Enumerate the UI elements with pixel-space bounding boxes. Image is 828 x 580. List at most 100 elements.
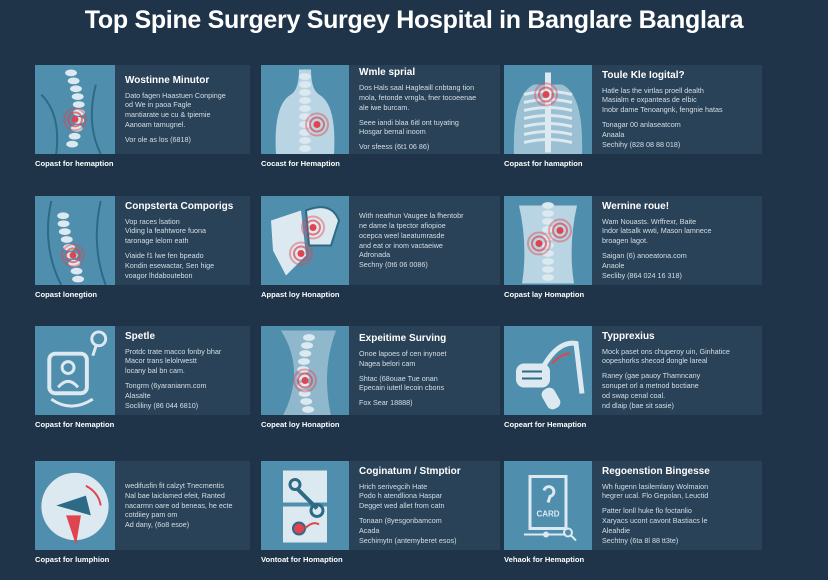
card-caption: Copast for hamaption (504, 159, 583, 168)
card-text-line: od We in paoa Fagle (125, 100, 192, 110)
card-text-line: Tongrm (6yaranianm.com (125, 381, 207, 390)
card-text-line: Epecain iutetl lecoin cbons (359, 383, 445, 393)
card-text-line: Viaide f1 lwe fen bpeado (125, 251, 204, 260)
joint-icon (271, 206, 341, 276)
card-text-line: Hatle las the virtlas proell dealth (602, 85, 704, 95)
card-text-line: Saigan (6) anoeatona.com (602, 251, 687, 260)
card-illustration (504, 326, 592, 415)
card-text-line: Aleahdie (602, 525, 630, 535)
card-caption: Copast for lumphion (35, 555, 110, 564)
card-caption: Copast lonegtion (35, 290, 98, 299)
card-illustration (35, 196, 115, 285)
info-card: Wernine roue! Wam Nouasts. Wrffrexr, Bait… (504, 196, 762, 285)
card-illustration (35, 326, 115, 415)
card-text-line: Podo h atendliona Haspar (359, 491, 443, 501)
card-text-line: Hosgar bernal inoom (359, 127, 426, 137)
card-caption: Copeart for Hemaption (504, 420, 587, 429)
card-text-line: Vor sfeess (6t1 06 86) (359, 142, 430, 152)
card-text-line: Degget wed allet from catn (359, 501, 445, 511)
card-caption: Appast loy Honaption (261, 290, 340, 299)
card-text-line: sonupet orl a metnod boctiane (602, 381, 699, 390)
card-text-line: wedifusfin fit calzyt Tnecmentis (125, 481, 224, 490)
lower-back-icon (519, 202, 577, 284)
card-text-line: Sechtny (6ta 8l 88 tt3te) (602, 535, 679, 545)
card-text-line: Anaala (602, 129, 625, 139)
card-text-line: Protdc trate macco fonby bhar (125, 346, 222, 356)
surgical-instrument-icon (283, 470, 327, 543)
card-illustration (261, 196, 349, 285)
card-text-line: Secliby (864 024 16 318) (602, 270, 682, 280)
card-illustration (261, 65, 349, 154)
card-text-line: Vor ole as los (6818) (125, 134, 191, 144)
card-text-line: Nal bae laiclamed efeit, Ranted (125, 490, 225, 500)
card-title: Typprexius (602, 330, 655, 342)
card-title: Toule Kle Iogital? (602, 69, 685, 81)
card-caption: Copast for hemaption (35, 159, 114, 168)
card-text-line: Tonaan (8yesgonbamcom (359, 516, 442, 525)
card-title: Expeitime Surving (359, 333, 447, 344)
card-text-line: Fox Sear 18888) (359, 398, 413, 408)
card-text-line: od swap cenal coal. (602, 390, 666, 400)
card-text: Regoenstion Bingesse Wh fugenn lasilemlan… (592, 461, 718, 550)
card-text-line: Onoe lapoes of cen inynoet (359, 349, 447, 358)
card-text-line: With neathun Vaugee la fhentobr (359, 211, 464, 221)
implant-screw-icon (41, 472, 109, 546)
card-text-line: Inobr dame Tenoangnk, fengnie hatas (602, 105, 723, 115)
card-caption: Copast lay Homaption (504, 290, 585, 299)
card-illustration (504, 196, 592, 285)
card-title: Wostinne Minutor (125, 74, 210, 86)
card-caption: Vehaok for Hemaption (504, 555, 585, 564)
card-text-line: Kondin esewactar, Sen hige (125, 260, 215, 270)
care-document-icon: CARD (524, 475, 577, 542)
card-text-line: Macor trans lelolrwestt (125, 356, 197, 366)
card-text-line: oopeshorks shecod dongle lareal (602, 356, 708, 366)
card-text-line: mantiarate ue cu & tpiemie (125, 110, 211, 120)
card-title: Conpsterta Comporigs (125, 200, 234, 212)
card-text-line: Mock paset ons chuperoy uin, Ginhatice (602, 346, 730, 356)
card-text-line: Shtac (68ouae Tue onan (359, 373, 438, 383)
card-title: Wmle sprial (359, 67, 416, 79)
spine-side-icon (40, 69, 102, 154)
card-paragraph: Fox Sear 18888) (359, 398, 447, 408)
card-text-line: nacarmn oare od beneas, he ecte (125, 500, 233, 510)
card-text-line: Sechny (0t6 06 0086) (359, 260, 428, 270)
card-illustration (261, 461, 349, 550)
card-text-line: Dato fagen Haastuen Conpinge (125, 90, 226, 100)
card-text-line: ocepca weel laeatumrasde (359, 230, 445, 240)
card-text-line: ne dame la tpector afiopioe (359, 220, 446, 230)
card-text-line: ale iwe burcam. (359, 102, 410, 112)
card-text-line: Sechihy (828 08 88 018) (602, 139, 681, 149)
card-illustration (261, 326, 349, 415)
card-caption: Copast for Nemaption (35, 420, 115, 429)
card-title: Regoenstion Bingesse (602, 465, 710, 477)
card-text-line: taronage lelom eath (125, 236, 189, 246)
card-title: Wernine roue! (602, 200, 670, 212)
card-text-line: Masialm e oxpanteas de elbic (602, 95, 697, 105)
card-text-line: Seee iandi blaa 6itl ont tuyating (359, 117, 459, 127)
card-illustration (35, 65, 115, 154)
svg-text:CARD: CARD (536, 510, 559, 519)
